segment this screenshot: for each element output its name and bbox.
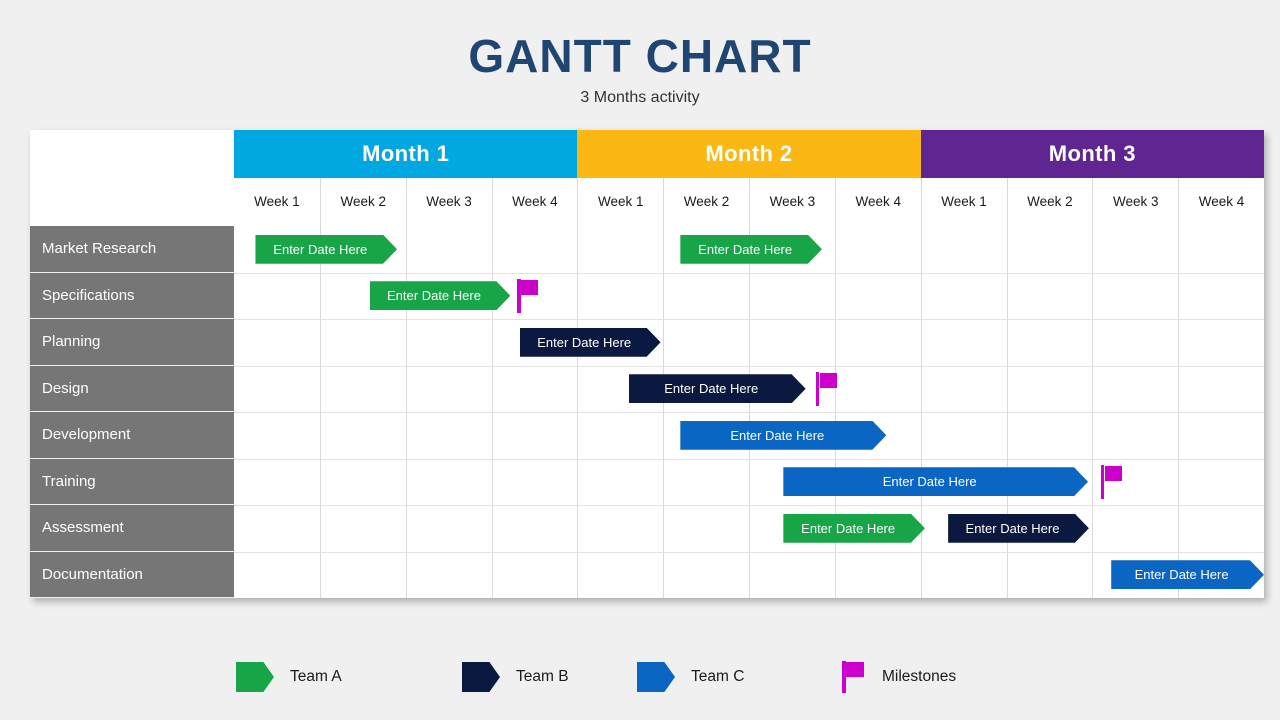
milestone-flag-icon xyxy=(840,661,866,693)
week-header-cell: Week 3 xyxy=(749,178,835,226)
legend-swatch-icon xyxy=(236,662,274,692)
gantt-bar[interactable]: Enter Date Here xyxy=(255,235,397,264)
task-row-label[interactable]: Documentation xyxy=(30,551,234,598)
grid-row-line xyxy=(234,458,1264,460)
grid-row-line xyxy=(234,319,1264,320)
legend-label: Team A xyxy=(290,668,342,685)
week-header-cell: Week 3 xyxy=(405,178,492,226)
month-header-3: Month 3 xyxy=(920,130,1264,178)
grid-row-line xyxy=(234,412,1264,413)
week-header-cell: Week 1 xyxy=(920,178,1007,226)
gantt-bar[interactable]: Enter Date Here xyxy=(520,328,661,357)
task-row-label[interactable]: Specifications xyxy=(30,272,234,319)
task-row-label[interactable]: Development xyxy=(30,412,234,459)
week-header-cell: Week 1 xyxy=(254,194,300,209)
legend-swatch-icon xyxy=(462,662,500,692)
flag-pole xyxy=(1100,464,1105,499)
legend-item-team-c[interactable]: Team C xyxy=(637,655,744,699)
week-header-cell: Week 4 xyxy=(1178,178,1264,226)
week-header-cell: Week 3 xyxy=(1092,178,1178,226)
milestone-flag-icon[interactable] xyxy=(1100,464,1123,499)
flag-banner xyxy=(819,372,837,388)
week-header-cell: Week 4 xyxy=(834,178,921,226)
table-corner-cell xyxy=(30,130,234,226)
milestone-flag-icon[interactable] xyxy=(815,371,838,406)
chart-legend: Team A Team B Team C Milestones xyxy=(0,655,1280,703)
grid-row-line xyxy=(234,551,1264,553)
gantt-bar[interactable]: Enter Date Here xyxy=(1111,560,1264,589)
flag-pole xyxy=(842,661,846,693)
gantt-bar[interactable]: Enter Date Here xyxy=(370,281,511,310)
legend-swatch-icon xyxy=(637,662,675,692)
gantt-bar[interactable]: Enter Date Here xyxy=(680,235,822,264)
legend-label: Team C xyxy=(691,668,745,685)
legend-item-team-a[interactable]: Team A xyxy=(236,655,342,699)
task-row-label[interactable]: Market Research xyxy=(30,226,234,273)
week-header-cell: Week 2 xyxy=(1006,178,1093,226)
gantt-bar[interactable]: Enter Date Here xyxy=(680,421,886,450)
flag-pole xyxy=(815,371,820,406)
task-row-label[interactable]: Planning xyxy=(30,319,234,366)
week-header-cell: Week 2 xyxy=(319,178,406,226)
grid-row-line xyxy=(234,365,1264,367)
legend-label: Milestones xyxy=(882,668,957,685)
month-header-1: Month 1 xyxy=(234,130,578,178)
task-row-label[interactable]: Assessment xyxy=(30,505,234,552)
page-subtitle: 3 Months activity xyxy=(580,89,700,107)
month-header-2: Month 2 xyxy=(577,130,921,178)
legend-item-team-b[interactable]: Team B xyxy=(462,655,569,699)
week-header-cell: Week 2 xyxy=(663,178,749,226)
gantt-bar[interactable]: Enter Date Here xyxy=(783,467,1088,496)
flag-pole xyxy=(517,278,521,313)
week-header-cell: Week 1 xyxy=(577,178,663,226)
legend-item-milestones[interactable]: Milestones xyxy=(840,655,956,699)
gantt-bar[interactable]: Enter Date Here xyxy=(629,374,806,403)
task-row-label[interactable]: Training xyxy=(30,458,234,505)
gantt-bar[interactable]: Enter Date Here xyxy=(783,514,925,543)
chart-header: GANTT CHART 3 Months activity xyxy=(0,0,1280,107)
task-row-label[interactable]: Design xyxy=(30,365,234,412)
page-title: GANTT CHART xyxy=(468,30,812,82)
flag-banner xyxy=(521,279,539,295)
week-header-cell: Week 4 xyxy=(491,178,578,226)
grid-row-line xyxy=(234,272,1264,274)
milestone-flag-icon[interactable] xyxy=(517,278,539,313)
grid-row-line xyxy=(234,505,1264,506)
legend-label: Team B xyxy=(516,668,569,685)
flag-banner xyxy=(1104,465,1122,481)
gantt-bar[interactable]: Enter Date Here xyxy=(948,514,1089,543)
flag-banner xyxy=(846,662,864,677)
